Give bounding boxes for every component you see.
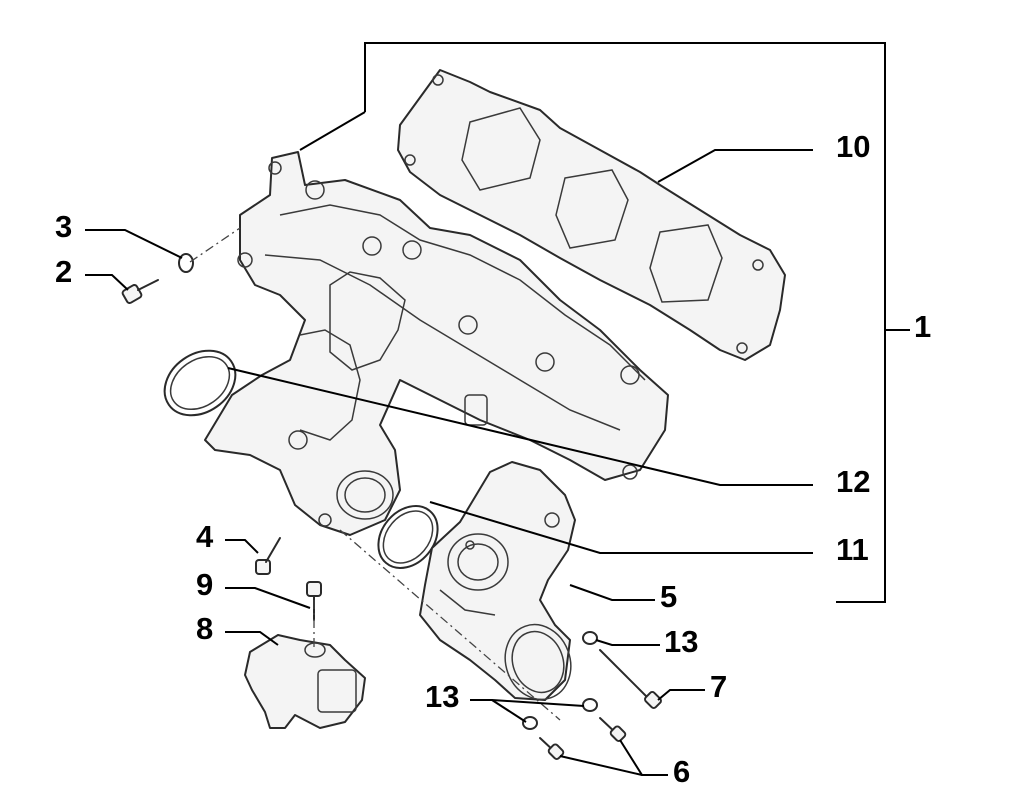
leader-12 bbox=[227, 367, 813, 486]
bolt-part-7 bbox=[599, 649, 662, 709]
map-sensor bbox=[244, 634, 366, 729]
callout-8: 8 bbox=[196, 611, 213, 646]
leader-13-upper bbox=[595, 639, 660, 646]
washer-part-13-lower bbox=[522, 716, 538, 730]
callout-13-upper: 13 bbox=[664, 624, 698, 659]
assembly-bracket bbox=[364, 42, 886, 603]
washer-part-13-middle bbox=[582, 698, 598, 712]
callout-11: 11 bbox=[836, 532, 869, 567]
callout-1: 1 bbox=[914, 309, 931, 344]
leader-2 bbox=[85, 274, 129, 291]
washer-part-13-upper bbox=[582, 631, 598, 645]
leader-1-manifold bbox=[299, 111, 366, 151]
leader-7 bbox=[657, 689, 705, 701]
o-ring-throttle bbox=[377, 505, 439, 569]
screw-part-2 bbox=[121, 279, 159, 304]
leader-3 bbox=[85, 229, 183, 259]
leader-9 bbox=[225, 587, 311, 609]
callout-2: 2 bbox=[55, 254, 72, 289]
bolt-part-4 bbox=[255, 537, 281, 575]
o-ring-large bbox=[163, 349, 237, 417]
washer-part-3 bbox=[178, 253, 194, 273]
intake-manifold bbox=[204, 151, 669, 536]
callout-6: 6 bbox=[673, 754, 690, 789]
leader-8 bbox=[225, 631, 279, 646]
leader-6 bbox=[619, 739, 668, 776]
callout-12: 12 bbox=[836, 464, 870, 499]
leader-4 bbox=[225, 539, 259, 554]
bolts-part-6 bbox=[539, 717, 627, 760]
leader-5 bbox=[569, 584, 655, 601]
leader-13-lower-branch bbox=[491, 699, 527, 723]
axis-line-throttle bbox=[339, 529, 561, 721]
callout-3: 3 bbox=[55, 209, 72, 244]
throttle-body bbox=[419, 461, 576, 701]
callout-7: 7 bbox=[710, 669, 727, 704]
axis-line-screw bbox=[189, 227, 241, 263]
callout-10: 10 bbox=[836, 129, 870, 164]
leader-10 bbox=[657, 149, 813, 183]
leader-11 bbox=[429, 501, 813, 554]
callout-9: 9 bbox=[196, 567, 213, 602]
leader-13-lower bbox=[470, 699, 585, 707]
manifold-gasket bbox=[397, 69, 786, 361]
callout-5: 5 bbox=[660, 579, 677, 614]
callout-4: 4 bbox=[196, 519, 214, 554]
leader-6-branch bbox=[559, 755, 643, 776]
callout-13-lower: 13 bbox=[425, 679, 459, 714]
